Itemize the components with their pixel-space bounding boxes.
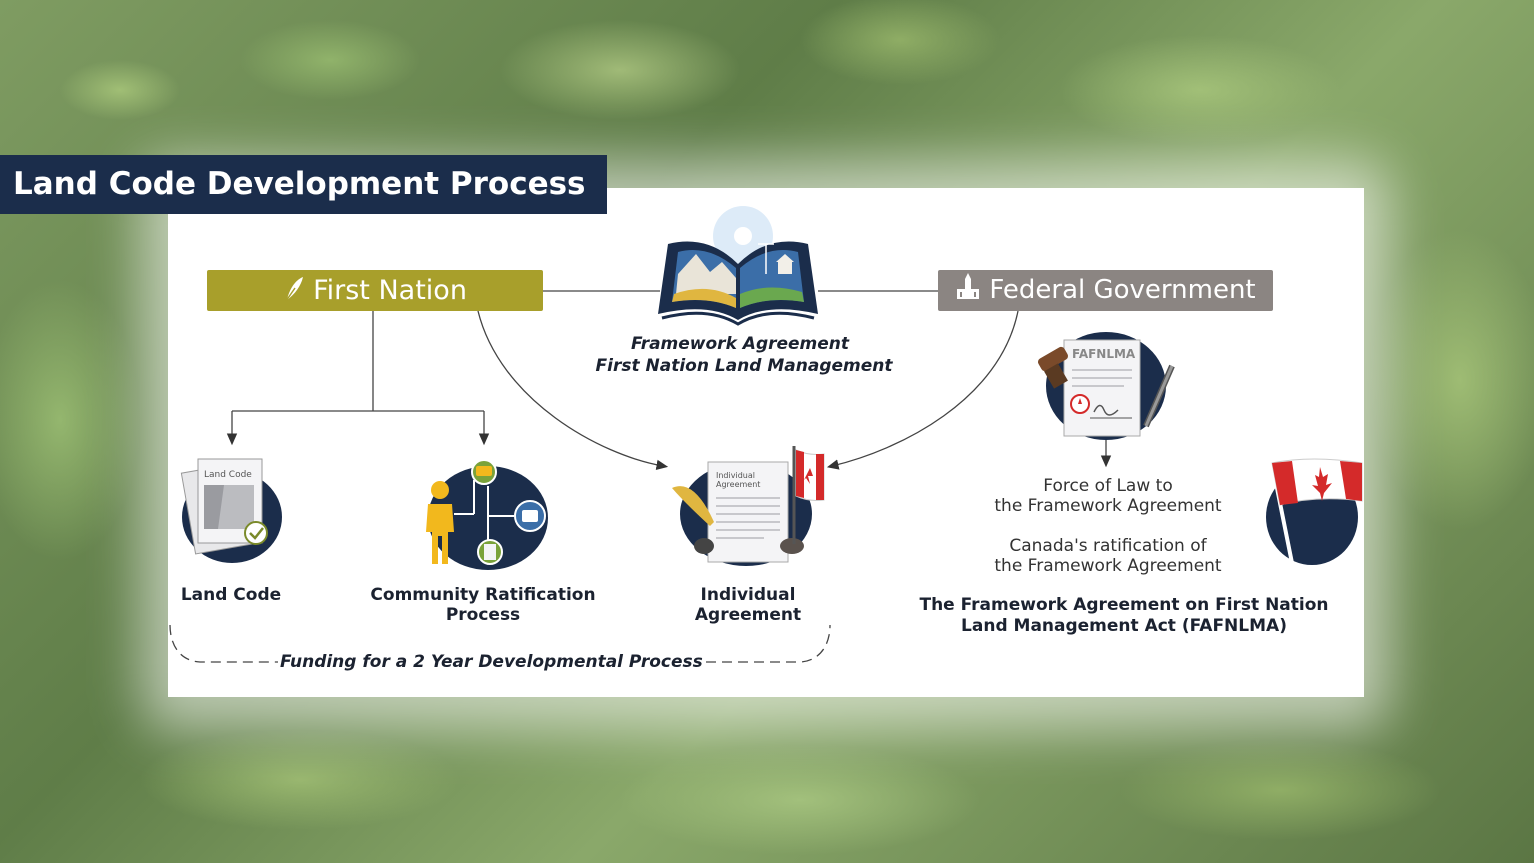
canada-flag-icon: [1266, 458, 1363, 565]
funding-brace-left: [169, 624, 278, 663]
force-of-law-line2: the Framework Agreement: [994, 496, 1222, 516]
federal-government-header: Federal Government: [938, 270, 1273, 311]
feather-icon: [285, 277, 304, 302]
community-ratification-icon: [426, 460, 548, 570]
open-book-icon: [658, 206, 818, 326]
individual-agreement-icon: Individual Agreement: [672, 446, 825, 566]
framework-agreement-line1: Framework Agreement: [630, 334, 850, 354]
land-code-doc-title: Land Code: [204, 470, 252, 480]
fafnlma-doc-title: FAFNLMA: [1072, 347, 1136, 361]
individual-agreement-line2: Agreement: [694, 605, 802, 625]
land-code-document-icon: Land Code: [180, 458, 282, 563]
agreement-doc-title-2: Agreement: [716, 480, 760, 489]
act-line1: The Framework Agreement on First Nation: [919, 595, 1329, 615]
arrow-fn-to-agreement: [477, 310, 669, 471]
parliament-icon: [957, 273, 980, 299]
framework-agreement-line2: First Nation Land Management: [595, 356, 893, 376]
ratification-canada-line1: Canada's ratification of: [1009, 536, 1207, 556]
fafnlma-document-icon: FAFNLMA: [1037, 332, 1175, 440]
page-title: Land Code Development Process: [0, 155, 607, 214]
ratification-label-line2: Process: [445, 605, 521, 625]
act-line2: Land Management Act (FAFNLMA): [961, 616, 1287, 636]
individual-agreement-line1: Individual: [700, 585, 796, 605]
first-nation-label: First Nation: [313, 275, 467, 306]
ratification-label-line1: Community Ratification: [370, 585, 596, 605]
federal-government-label: Federal Government: [989, 275, 1256, 305]
arrow-fg-to-agreement: [826, 310, 1019, 470]
force-of-law-line1: Force of Law to: [1043, 476, 1173, 496]
agreement-doc-title-1: Individual: [716, 471, 755, 480]
funding-brace-right: [706, 624, 831, 663]
funding-label: Funding for a 2 Year Developmental Proce…: [280, 652, 703, 672]
land-code-label: Land Code: [180, 585, 282, 605]
ratification-canada-line2: the Framework Agreement: [994, 556, 1222, 576]
first-nation-header: First Nation: [207, 270, 543, 311]
